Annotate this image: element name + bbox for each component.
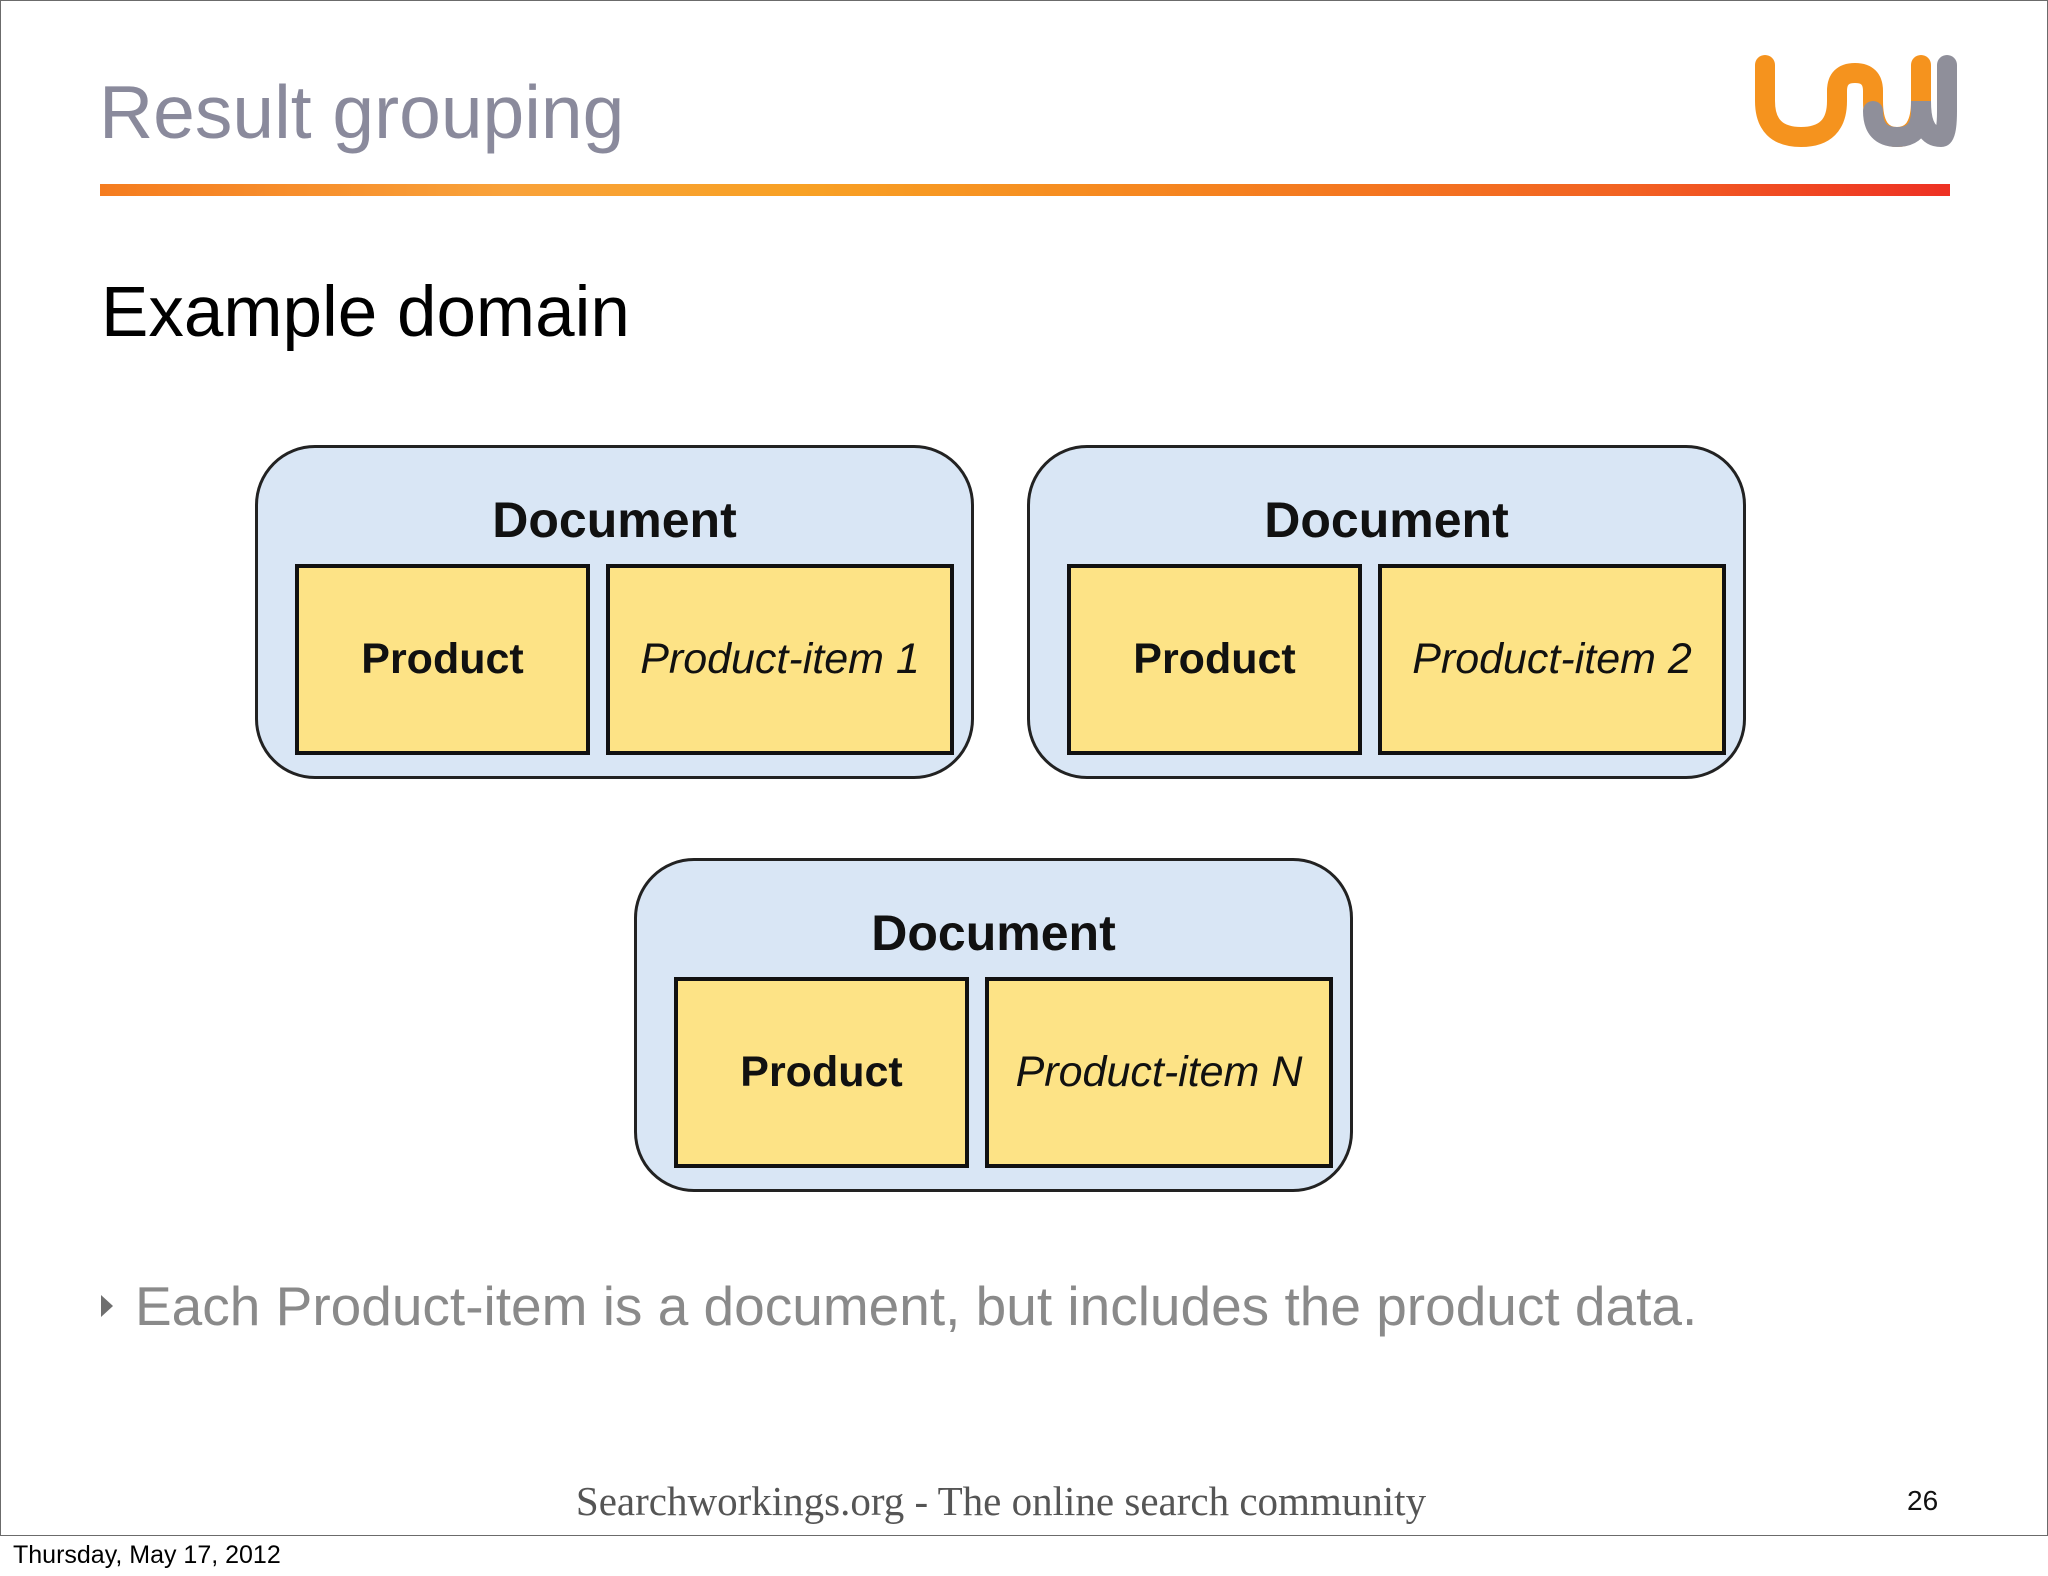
document-box-1: Document Product Product-item 1 [255, 445, 974, 779]
product-cell: Product [295, 564, 590, 755]
slide-subtitle: Example domain [101, 273, 630, 352]
document-title: Document [492, 492, 737, 548]
title-underline-rule [100, 184, 1950, 196]
document-box-2: Document Product Product-item 2 [1027, 445, 1746, 779]
product-item-cell: Product-item 2 [1378, 564, 1726, 755]
document-box-3: Document Product Product-item N [634, 858, 1353, 1192]
searchworkings-logo-icon [1755, 55, 1957, 148]
footer-text: Searchworkings.org - The online search c… [575, 1478, 1427, 1524]
product-cell: Product [674, 977, 969, 1168]
slide: Result grouping Example domain Document … [0, 0, 2048, 1536]
document-title: Document [871, 905, 1116, 961]
bullet-text: Each Product-item is a document, but inc… [135, 1275, 1698, 1337]
slide-title: Result grouping [99, 70, 625, 154]
date-label: Thursday, May 17, 2012 [13, 1541, 281, 1569]
page-number: 26 [1907, 1485, 1939, 1516]
document-title: Document [1264, 492, 1509, 548]
product-cell: Product [1067, 564, 1362, 755]
product-item-cell: Product-item N [985, 977, 1333, 1168]
bullet-point: Each Product-item is a document, but inc… [101, 1273, 1697, 1339]
product-item-cell: Product-item 1 [606, 564, 954, 755]
bullet-arrow-icon [101, 1295, 113, 1317]
